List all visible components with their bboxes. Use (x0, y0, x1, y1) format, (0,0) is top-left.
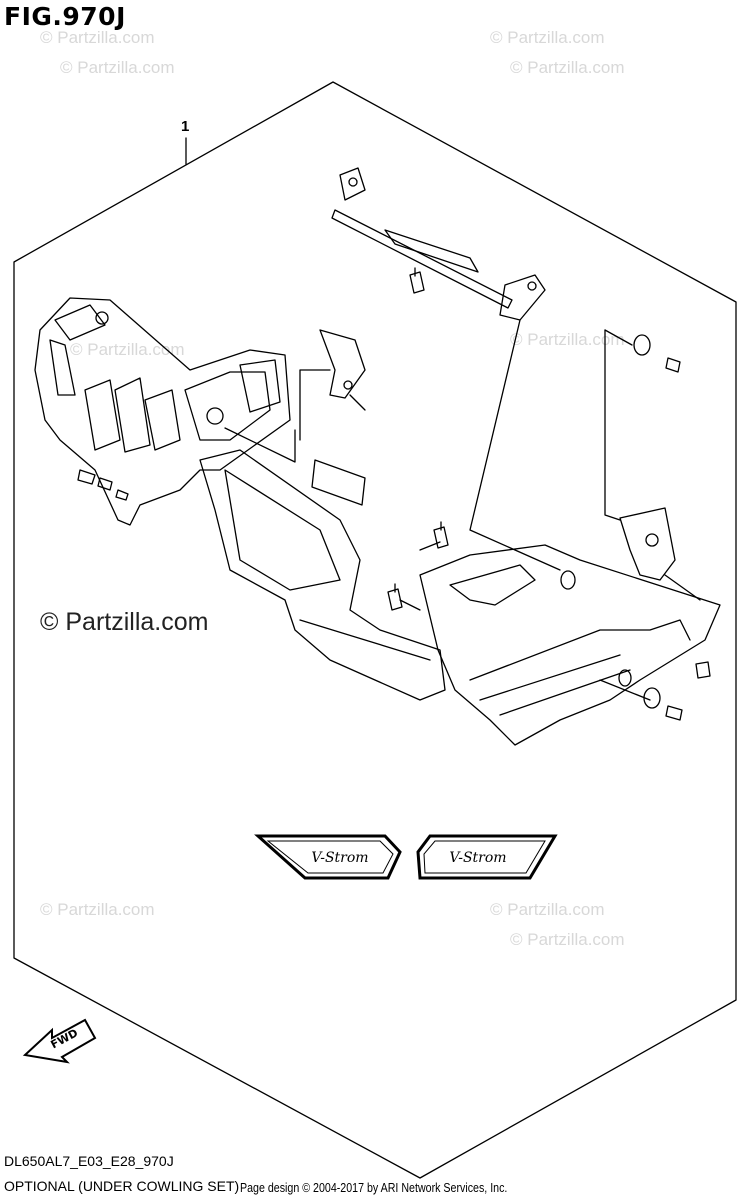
leader-line (604, 329, 621, 521)
leader-line (604, 329, 633, 346)
emblem-right: V-Strom (416, 834, 558, 880)
watermark: © Partzilla.com (40, 900, 155, 919)
emblem-right-text: V-Strom (449, 850, 506, 866)
bolt (387, 583, 403, 611)
watermark: © Partzilla.com (490, 28, 605, 47)
bolt (433, 521, 449, 549)
kit-boundary (13, 81, 737, 1179)
copyright-notice: Page design © 2004-2017 by ARI Network S… (240, 1180, 508, 1195)
figure-title: FIG.970J (4, 2, 126, 31)
watermark: © Partzilla.com (60, 58, 175, 77)
watermark: © Partzilla.com (490, 900, 605, 919)
bolt (695, 661, 711, 679)
left-cowling-panel (34, 297, 291, 526)
leader-line (299, 369, 331, 441)
emblem-left: V-Strom (254, 834, 402, 880)
watermark: © Partzilla.com (40, 28, 155, 47)
bracket-upper (319, 329, 366, 399)
leader-line (349, 394, 366, 411)
bolt (409, 267, 425, 294)
right-cowl (419, 544, 721, 746)
leader-line (599, 679, 651, 701)
watermark: © Partzilla.com (510, 330, 625, 349)
emblem-left-text: V-Strom (311, 850, 368, 866)
collar (643, 687, 683, 721)
center-cowl (199, 449, 446, 701)
model-code: DL650AL7_E03_E28_970J (4, 1153, 174, 1169)
collar (633, 334, 681, 373)
callout-number: 1 (181, 118, 190, 135)
watermark: © Partzilla.com (510, 58, 625, 77)
fwd-arrow-icon: FWD (22, 1018, 97, 1064)
mounting-bar (331, 167, 546, 321)
leader-line (399, 599, 421, 611)
bracket-right (619, 507, 676, 581)
watermark: © Partzilla.com (70, 340, 185, 359)
figure-caption: OPTIONAL (UNDER COWLING SET) (4, 1178, 240, 1194)
leader-line (419, 541, 441, 551)
leader-line (224, 427, 296, 463)
rubber-sheet (311, 459, 366, 506)
leader-line (664, 574, 701, 601)
watermark: © Partzilla.com (510, 930, 625, 949)
watermark-main: © Partzilla.com (40, 608, 209, 636)
leader-line (469, 319, 561, 571)
